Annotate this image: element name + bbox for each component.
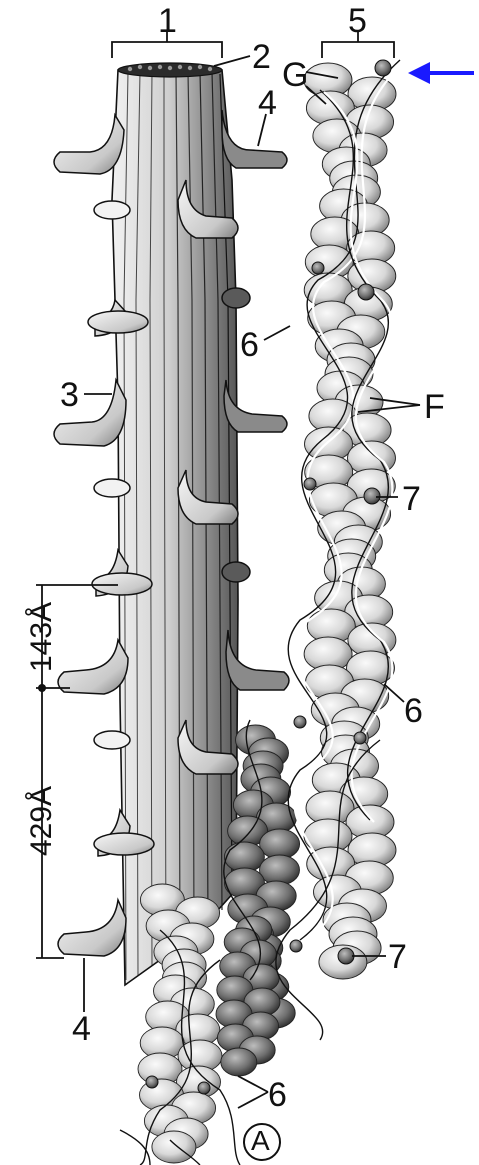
- label-bare-zone: 2: [252, 40, 271, 74]
- label-cross-bridge-bottom: 4: [72, 1012, 91, 1046]
- actin-bead: [221, 1048, 257, 1076]
- actin-bead: [260, 829, 300, 859]
- actin-bead: [152, 1131, 196, 1163]
- label-troponin-lower: 7: [388, 940, 407, 974]
- dimension-long-repeat: 429Å: [27, 773, 57, 869]
- label-myosin-molecule: 3: [60, 378, 79, 412]
- actin-bead: [260, 855, 300, 885]
- label-troponin-upper: 7: [402, 482, 421, 516]
- label-tropomyosin-bottom: 6: [268, 1078, 287, 1112]
- label-tropomyosin-upper: 6: [240, 328, 259, 362]
- label-f-actin: F: [424, 390, 445, 424]
- label-tropomyosin-mid: 6: [404, 694, 423, 728]
- label-thick-filament: 1: [158, 4, 177, 38]
- label-cross-bridge-top: 4: [258, 86, 277, 120]
- actin-bead: [224, 842, 264, 872]
- label-thin-filament: 5: [348, 4, 367, 38]
- dimension-dot: [38, 684, 46, 692]
- label-panel: A: [251, 1127, 270, 1155]
- blue-arrow-left-icon: [408, 62, 474, 84]
- label-g-actin: G: [282, 58, 308, 92]
- dimension-short-repeat: 143Å: [27, 595, 57, 679]
